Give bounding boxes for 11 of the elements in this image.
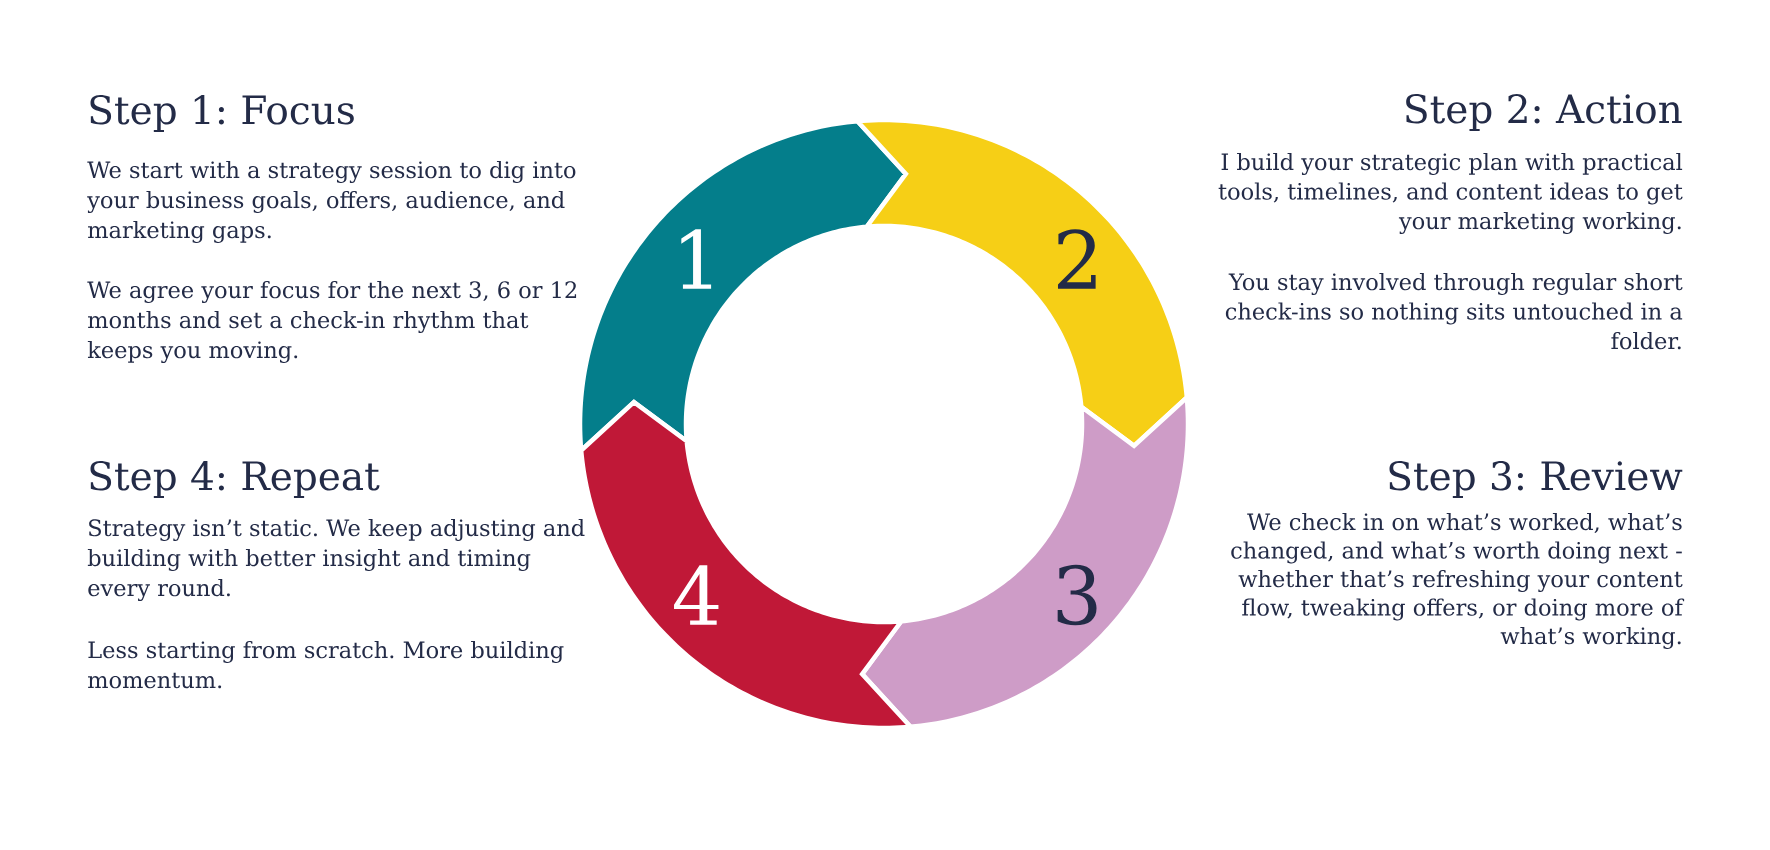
step-heading: Step 4: Repeat	[90, 461, 380, 499]
step-description: We check in on what’s worked, what’s changed, and what’s worth doing next - whether that’s refreshing your content flow, tweaking offers, or doing more of what’s working.	[1231, 512, 1685, 649]
step-description: Less starting from scratch. More building momentum.	[88, 640, 564, 689]
step-heading: Step 2: Action	[1406, 94, 1682, 132]
step-description: We start with a strategy session to dig into your business goals, offers, audience, and marketing gaps.	[87, 160, 576, 243]
step-description: You stay involved through regular short check-ins so nothing sits untouched in a folder.	[1225, 272, 1683, 350]
step-heading: Step 3: Review	[1389, 461, 1683, 499]
step-heading: Step 1: Focus	[90, 95, 354, 133]
step-description: I build your strategic plan with practical tools, timelines, and content ideas to get your marketing working.	[1218, 152, 1683, 234]
step-description: We agree your focus for the next 3, 6 or 12 months and set a check-in rhythm that keeps you moving.	[87, 280, 577, 363]
step-description: Strategy isn’t static. We keep adjusting and building with better insight and timing every round.	[87, 518, 585, 601]
